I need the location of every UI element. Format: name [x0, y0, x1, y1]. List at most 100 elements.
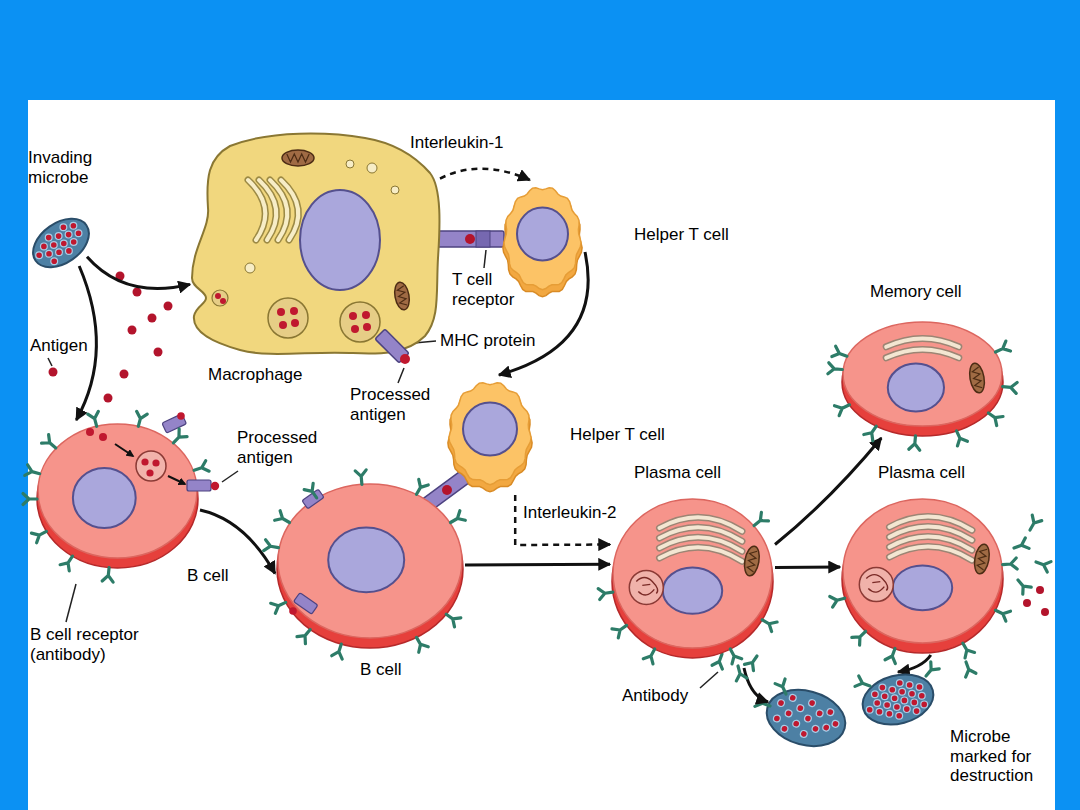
art-path: [747, 550, 758, 572]
art-circle: [896, 712, 903, 719]
art-ellipse: [972, 543, 991, 575]
art-path: [660, 547, 743, 561]
art-use: [264, 540, 280, 553]
art-use: [612, 621, 630, 638]
art-circle: [886, 710, 893, 717]
art-g: [771, 691, 844, 745]
art-circle: [141, 458, 148, 465]
part-label: Processed antigen: [350, 385, 450, 424]
edge-label: Interleukin-1: [408, 133, 506, 153]
art-rect: [187, 480, 211, 491]
art-circle: [826, 708, 834, 716]
art-circle: [51, 258, 58, 265]
art-path: [281, 180, 298, 240]
art-path: [248, 180, 265, 240]
art-path: [259, 180, 276, 240]
art-circle: [391, 186, 399, 194]
art-ellipse: [843, 499, 1002, 643]
art-path: [886, 349, 959, 357]
art-path: [397, 286, 407, 307]
art-g: [393, 281, 412, 311]
art-circle: [811, 725, 819, 733]
art-path: [886, 338, 959, 346]
art-circle: [1023, 599, 1031, 607]
art-use: [443, 610, 461, 627]
art-ellipse: [663, 568, 722, 614]
art-circle: [804, 714, 812, 722]
art-circle: [65, 231, 72, 238]
art-circle: [891, 695, 898, 702]
art-use: [828, 363, 843, 375]
antigen-label: Antigen: [28, 336, 90, 356]
part-label: MHC protein: [440, 331, 535, 351]
art-path: [890, 547, 973, 561]
art-circle: [780, 725, 788, 733]
art-use: [355, 470, 367, 485]
helper-t-cell-shape: [445, 375, 535, 495]
art-circle: [822, 723, 830, 731]
art-circle: [60, 224, 67, 231]
art-use: [31, 527, 49, 543]
art-use: [909, 435, 921, 450]
art-circle: [340, 302, 380, 342]
art-circle: [220, 298, 226, 304]
cell-label: Memory cell: [870, 282, 962, 302]
plasma-cell: Plasma cell: [610, 495, 775, 660]
art-path: [636, 577, 657, 595]
art-circle: [349, 312, 357, 320]
art-line: [222, 471, 238, 482]
art-use: [88, 411, 102, 427]
art-ellipse: [24, 209, 98, 277]
macrophage-cell: Macrophage: [190, 128, 440, 358]
art-circle: [148, 314, 157, 323]
art-ellipse: [38, 424, 197, 558]
art-use: [1014, 576, 1031, 594]
art-path: [270, 180, 287, 240]
art-use: [1025, 515, 1042, 533]
art-use: [60, 553, 77, 571]
art-circle: [212, 290, 228, 306]
part-label: B cell receptor (antibody): [30, 625, 180, 664]
helper-t-cell: Helper T cell: [500, 180, 585, 300]
art-ellipse: [893, 565, 952, 610]
art-circle: [120, 370, 129, 379]
art-circle: [874, 700, 881, 707]
art-circle: [894, 704, 901, 711]
art-circle: [136, 451, 166, 481]
art-circle: [245, 263, 255, 273]
helper-t-cell: Helper T cell: [445, 375, 535, 495]
art-circle: [442, 485, 452, 495]
part-label: Antibody: [622, 686, 688, 706]
art-line: [66, 584, 76, 622]
art-use: [297, 626, 314, 644]
art-ellipse: [613, 499, 772, 648]
art-circle: [796, 704, 804, 712]
art-circle: [918, 692, 925, 699]
b-cell: B cell: [35, 420, 200, 570]
art-circle: [913, 708, 920, 715]
art-circle: [901, 697, 908, 704]
art-path: [977, 548, 988, 570]
art-ellipse: [843, 322, 1002, 426]
art-circle: [146, 469, 153, 476]
art-circle: [881, 693, 888, 700]
art-use: [952, 429, 968, 446]
art-g: [968, 362, 987, 394]
art-ellipse: [328, 528, 404, 593]
art-circle: [211, 482, 219, 490]
art-path: [504, 188, 581, 290]
art-circle: [1036, 586, 1044, 594]
art-path: [281, 180, 298, 240]
art-use: [133, 411, 147, 427]
art-ellipse: [968, 362, 987, 394]
art-circle: [277, 308, 285, 316]
cell-label: Invading microbe: [28, 148, 108, 187]
art-circle: [911, 699, 918, 706]
art-use: [192, 461, 209, 476]
art-circle: [133, 288, 142, 297]
helper-t-cell-shape: [500, 180, 585, 300]
art-ellipse: [517, 208, 568, 261]
art-circle: [916, 684, 923, 691]
art-circle: [876, 708, 883, 715]
flow-arrow: [465, 563, 610, 567]
